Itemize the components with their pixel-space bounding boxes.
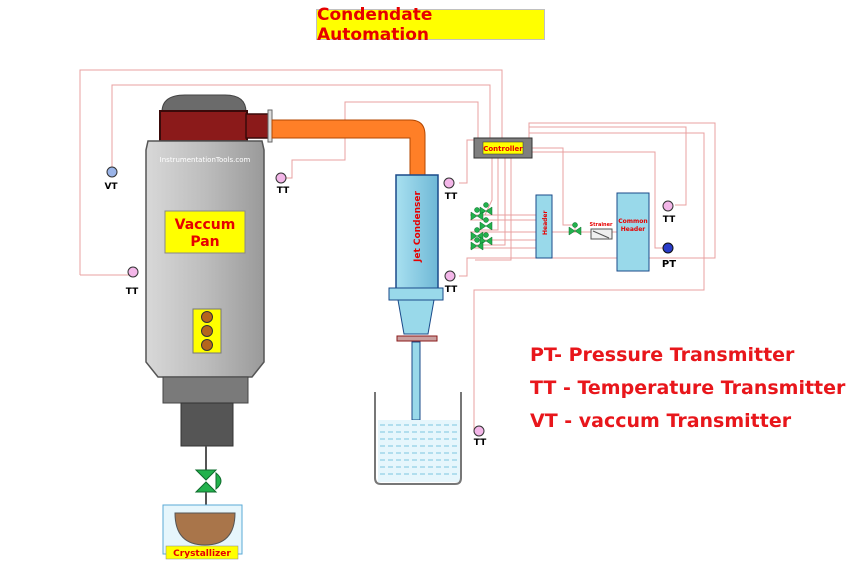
controller-label-box <box>482 141 524 155</box>
controller-label: Controller <box>483 145 523 153</box>
instrument-tt-header: TT <box>662 200 676 225</box>
tt-label: TT <box>445 285 458 295</box>
pressure-transmitter-icon <box>662 242 674 254</box>
instrument-tt-pan-top: TT <box>275 172 290 196</box>
instrument-tt-condenser-top: TT <box>443 177 458 202</box>
strainer-label: Strainer <box>590 222 613 228</box>
common-header-label-line2: Header <box>621 226 646 233</box>
instrument-pt-header: PT <box>662 242 676 270</box>
vapor-pipe <box>271 119 426 176</box>
vacuum-pan-label-box <box>164 210 246 254</box>
vacuum-pan: Vaccum Pan InstrumentationTools.com <box>145 94 273 470</box>
legend-item: PT- Pressure Transmitter <box>530 344 795 366</box>
instrument-tt-tank: TT <box>473 425 487 448</box>
temperature-transmitter-icon <box>662 200 674 212</box>
condensate-tank <box>374 392 462 485</box>
temperature-transmitter-icon <box>127 266 139 278</box>
valve-icon <box>568 222 582 236</box>
temperature-transmitter-icon <box>275 172 287 184</box>
instrument-tt-condenser-bottom: TT <box>444 270 458 295</box>
watermark: InstrumentationTools.com <box>160 156 251 164</box>
vacuum-transmitter-icon <box>106 166 118 178</box>
instrument-tt-pan-side: TT <box>126 266 139 297</box>
crystallizer-label: Crystallizer <box>173 549 231 559</box>
legend-item: VT - vaccum Transmitter <box>530 410 792 432</box>
sight-glass-indicator <box>201 311 213 323</box>
vacuum-pan-label-line2: Pan <box>190 234 219 250</box>
header-vessel <box>535 194 553 259</box>
jet-condenser-label: Jet Condenser <box>413 191 423 263</box>
temperature-transmitter-icon <box>444 270 456 282</box>
discharge-valve <box>194 469 222 506</box>
sight-glass-indicator <box>201 325 213 337</box>
common-header-vessel <box>616 192 650 272</box>
tt-label: TT <box>474 438 487 448</box>
temperature-transmitter-icon <box>443 177 455 189</box>
valve-icon <box>470 207 484 221</box>
crystallizer: Crystallizer <box>162 504 243 560</box>
valve-icon <box>470 237 484 251</box>
tt-label: TT <box>277 186 290 196</box>
jet-condenser: Jet Condenser <box>388 174 444 421</box>
common-header-label-line1: Common <box>618 218 647 225</box>
control-valves <box>470 202 582 251</box>
legend-item: TT - Temperature Transmitter <box>530 377 846 399</box>
pt-label: PT <box>662 259 676 270</box>
valve-icon <box>479 217 493 231</box>
temperature-transmitter-icon <box>473 425 485 437</box>
sight-glass-indicator <box>201 339 213 351</box>
vacuum-pan-label-line1: Vaccum <box>175 217 236 233</box>
vt-label: VT <box>104 182 118 192</box>
header-label: Header <box>542 210 549 235</box>
page-title: Condendate Automation <box>316 5 545 45</box>
instrument-vt: VT <box>104 166 118 192</box>
crystallizer-label-box <box>165 545 239 560</box>
strainer-body <box>590 228 613 240</box>
tt-label: TT <box>445 192 458 202</box>
signal-lines <box>79 69 716 433</box>
tt-label: TT <box>126 287 139 297</box>
tt-label: TT <box>663 215 676 225</box>
